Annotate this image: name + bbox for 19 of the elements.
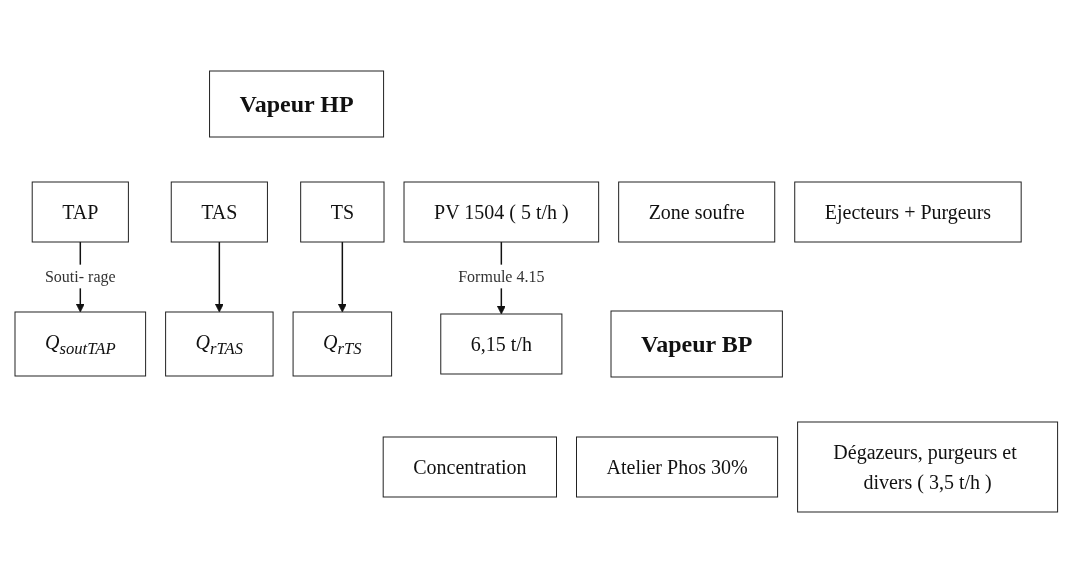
arrow [338,241,347,313]
arrow [215,241,224,313]
node-box: Concentration [382,436,558,498]
node-box: TS [300,181,385,243]
node-box: Ejecteurs + Purgeurs [794,181,1022,243]
node-box: Zone soufre [618,181,776,243]
node-box: PV 1504 ( 5 t/h ) [403,181,600,243]
edge-label: Formule 4.15 [458,267,545,285]
node-box: Vapeur HP [209,70,385,138]
edge-label: Souti- rage [45,267,116,285]
node-box: Q$_{rTAS}$ [165,311,274,377]
node-box: TAP [31,181,130,243]
node-box: 6,15 t/h [440,313,563,375]
node-box: TAS [170,181,269,243]
node-box: Vapeur BP [610,310,784,378]
node-box: Q$_{rTS}$ [292,311,393,377]
node-box: Q$_{soutTAP}$ [14,311,147,377]
node-box: Atelier Phos 30% [576,436,779,498]
node-box: Dégazeurs, purgeurs et divers ( 3,5 t/h ) [797,421,1059,513]
